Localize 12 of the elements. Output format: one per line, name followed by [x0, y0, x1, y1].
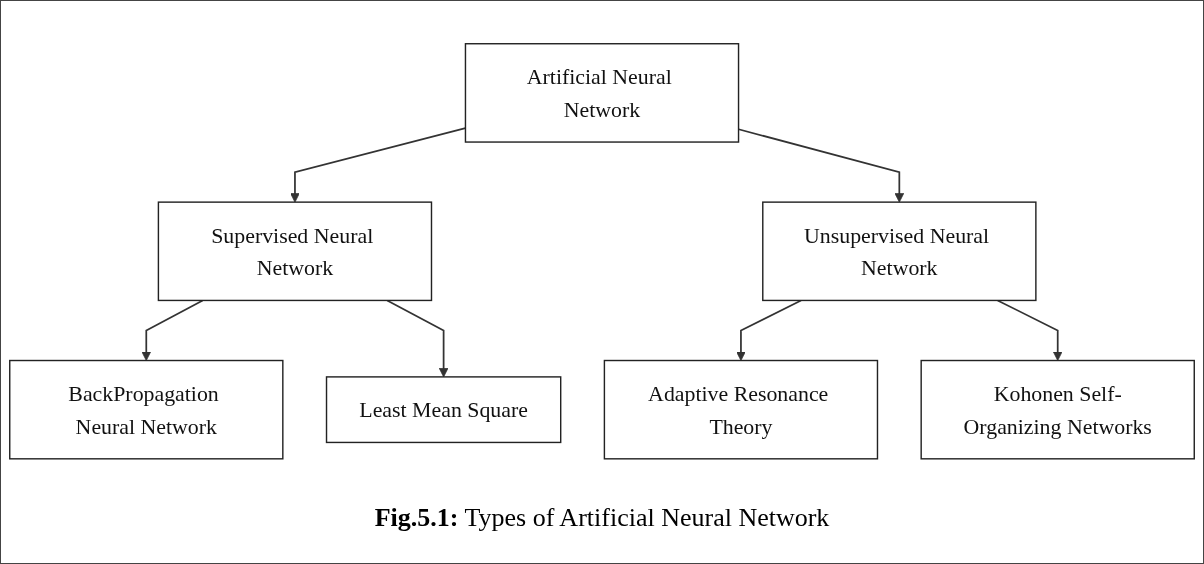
node-box: Adaptive Resonance Theory [603, 359, 879, 460]
arrow [386, 299, 449, 378]
node-box: Unsupervised Neural Network [762, 201, 1037, 301]
node-box: Kohonen Self-Organizing Networks [920, 359, 1195, 460]
node-box: BackPropagation Neural Network [9, 359, 284, 460]
arrow [141, 299, 204, 361]
figure-caption: Fig.5.1: Types of Artificial Neural Network [374, 503, 830, 533]
node-box: Supervised Neural Network [157, 201, 433, 301]
node-box: Artificial Neural Network [464, 42, 740, 143]
node-box: Least Mean Square [325, 375, 562, 443]
arrow [996, 299, 1063, 361]
arrow [736, 299, 802, 361]
